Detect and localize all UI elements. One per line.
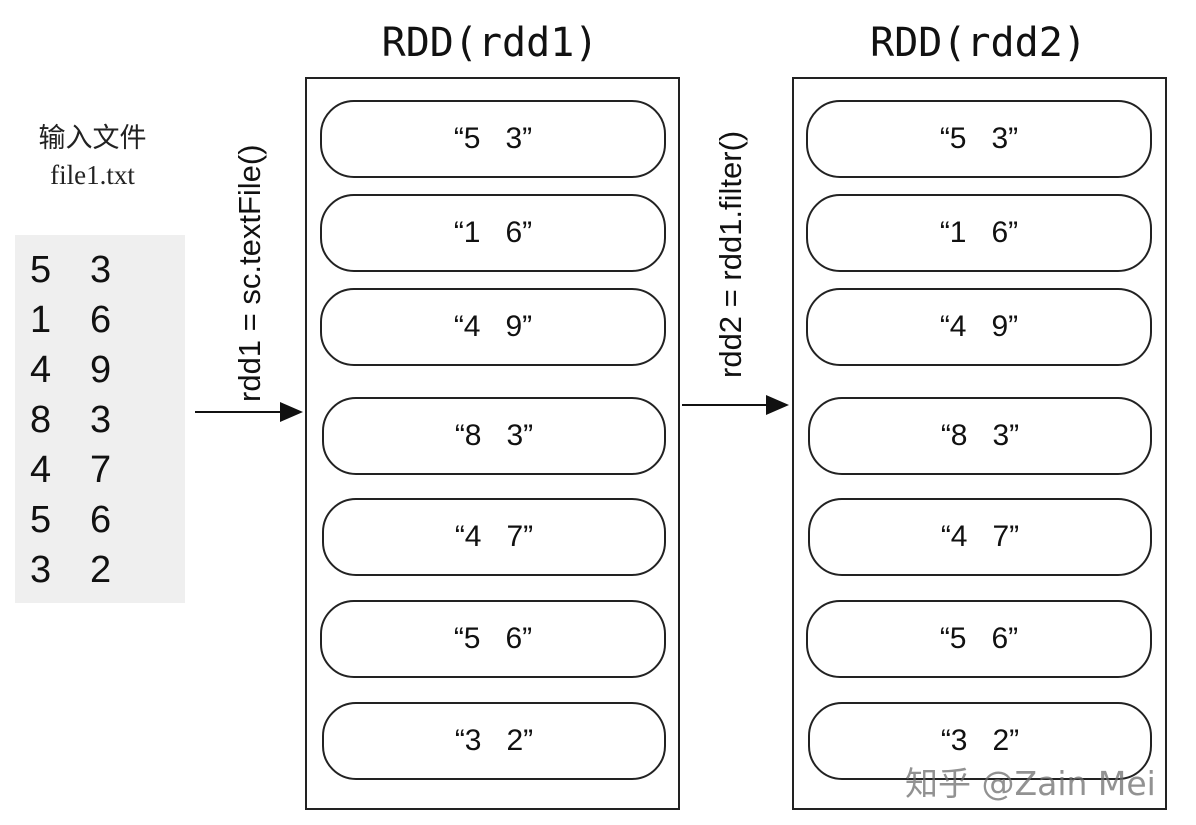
file-value: 3 xyxy=(90,249,112,291)
rdd2-partition: “8 3” xyxy=(808,397,1152,475)
rdd2-title: RDD(rdd2) xyxy=(870,20,1087,66)
file-value: 3 xyxy=(30,549,52,591)
input-file-contents xyxy=(15,235,185,603)
rdd2-partition: “5 6” xyxy=(806,600,1152,678)
watermark: 知乎 @Zain Mei xyxy=(905,764,1156,803)
rdd2-partition: “1 6” xyxy=(806,194,1152,272)
file-value: 8 xyxy=(30,399,52,441)
file-value: 6 xyxy=(90,499,112,541)
file-value: 9 xyxy=(90,349,112,391)
rdd1-partition: “1 6” xyxy=(320,194,666,272)
rdd1-partition: “5 3” xyxy=(320,100,666,178)
rdd1-title: RDD(rdd1) xyxy=(381,20,599,66)
textfile-transform-label: rdd1 = sc.textFile() xyxy=(232,144,267,402)
input-file-title: 输入文件 xyxy=(38,123,147,154)
rdd1-partition: “8 3” xyxy=(322,397,666,475)
file-value: 2 xyxy=(90,549,112,591)
file-value: 7 xyxy=(90,449,112,491)
rdd1-partition: “5 6” xyxy=(320,600,666,678)
rdd2-partition: “4 9” xyxy=(806,288,1152,366)
rdd2-partition: “3 2” xyxy=(808,702,1152,780)
input-filename: file1.txt xyxy=(50,160,135,190)
file-value: 4 xyxy=(30,349,52,391)
rdd1-partition: “3 2” xyxy=(322,702,666,780)
textfile-arrowhead xyxy=(280,402,303,422)
rdd1-partition: “4 9” xyxy=(320,288,666,366)
rdd2-partition: “5 3” xyxy=(806,100,1152,178)
filter-transform-label: rdd2 = rdd1.filter() xyxy=(713,130,748,378)
file-value: 6 xyxy=(90,299,112,341)
file-value: 1 xyxy=(30,299,52,341)
file-value: 3 xyxy=(90,399,112,441)
rdd2-partition: “4 7” xyxy=(808,498,1152,576)
file-value: 5 xyxy=(30,499,52,541)
filter-arrowhead xyxy=(766,395,789,415)
rdd1-partition: “4 7” xyxy=(322,498,666,576)
file-value: 5 xyxy=(30,249,52,291)
file-value: 4 xyxy=(30,449,52,491)
